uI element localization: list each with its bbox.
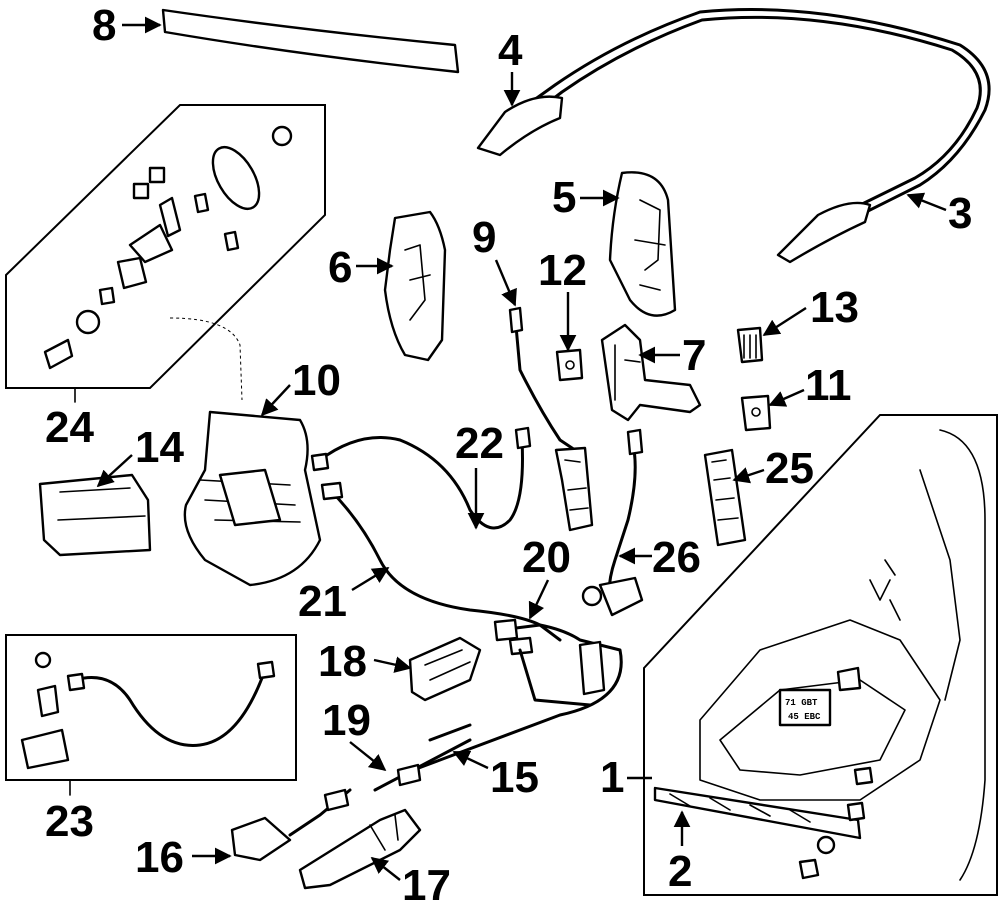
svg-text:19: 19 [322,696,371,745]
svg-text:11: 11 [805,361,852,410]
part-6-trim-panel [383,210,447,362]
part-1-trunk-lid: 71 GBT 45 EBC [643,414,998,896]
callout-20: 20 [522,533,571,620]
svg-text:9: 9 [472,213,496,262]
callout-14: 14 [96,423,184,488]
part-2-weatherstrip [653,766,874,880]
svg-text:4: 4 [498,26,523,75]
part-23-cable-kit [5,634,297,796]
part-11-clip [740,394,772,432]
svg-text:14: 14 [135,423,184,472]
callout-21: 21 [298,566,390,626]
svg-text:15: 15 [490,753,539,802]
callout-16: 16 [135,833,232,882]
callout-19: 19 [322,696,387,772]
svg-text:24: 24 [45,403,94,452]
callout-25: 25 [732,444,814,493]
svg-text:10: 10 [292,356,341,405]
part-24-hardware-kit [5,104,326,403]
part-16-lock-cylinder [230,788,352,862]
callout-3: 3 [906,189,972,238]
svg-text:1: 1 [600,753,624,802]
part-3-4-lid-seal [476,8,991,264]
part-22-cable [310,426,532,530]
svg-text:8: 8 [92,1,116,50]
svg-text:26: 26 [652,533,701,582]
callout-22: 22 [455,419,504,530]
callout-17: 17 [370,856,451,905]
callout-2: 2 [668,810,692,896]
svg-text:25: 25 [765,444,814,493]
callout-15: 15 [452,750,539,802]
svg-text:13: 13 [810,283,859,332]
part-14-cover [38,473,152,557]
callout-8: 8 [92,1,162,50]
part-15-rod [428,723,472,742]
callout-23: 23 [45,797,94,846]
svg-text:21: 21 [298,577,347,626]
part-9-latch-rod [508,306,594,532]
part-26-release-cable [581,428,644,617]
callout-1: 1 [600,753,652,802]
callout-26: 26 [618,533,701,582]
svg-text:22: 22 [455,419,504,468]
part-10-lock-housing [183,410,322,587]
callout-18: 18 [318,637,412,686]
svg-text:12: 12 [538,246,587,295]
callout-10: 10 [260,356,341,417]
part-17-bracket [298,808,422,890]
part-20-cable-connector [398,618,623,777]
svg-text:6: 6 [328,243,352,292]
part-18-bracket [408,636,482,702]
callout-11: 11 [768,361,852,410]
callout-12: 12 [538,246,587,352]
part-21-cable [320,481,562,642]
svg-text:18: 18 [318,637,367,686]
callout-5: 5 [552,173,620,222]
part-13-clip [736,326,764,364]
svg-text:16: 16 [135,833,184,882]
callout-6: 6 [328,243,394,292]
callout-9: 9 [472,213,517,307]
svg-text:23: 23 [45,797,94,846]
part-8-weatherstrip [161,8,460,74]
part-7-hinge [600,323,702,422]
svg-text:7: 7 [682,331,706,380]
part-19-rod [373,738,472,792]
part-5-hinge-cover [608,171,677,317]
svg-text:2: 2 [668,847,692,896]
part-label-line-2: 45 EBC [788,712,821,722]
svg-text:17: 17 [402,861,451,905]
svg-text:3: 3 [948,189,972,238]
svg-text:5: 5 [552,173,576,222]
callout-24: 24 [45,403,94,452]
part-12-clip [555,348,584,382]
part-label-line-1: 71 GBT [785,698,818,708]
svg-text:20: 20 [522,533,571,582]
callout-7: 7 [638,331,706,380]
callout-4: 4 [498,26,523,107]
callout-13: 13 [762,283,859,337]
part-25-bracket [703,448,747,547]
